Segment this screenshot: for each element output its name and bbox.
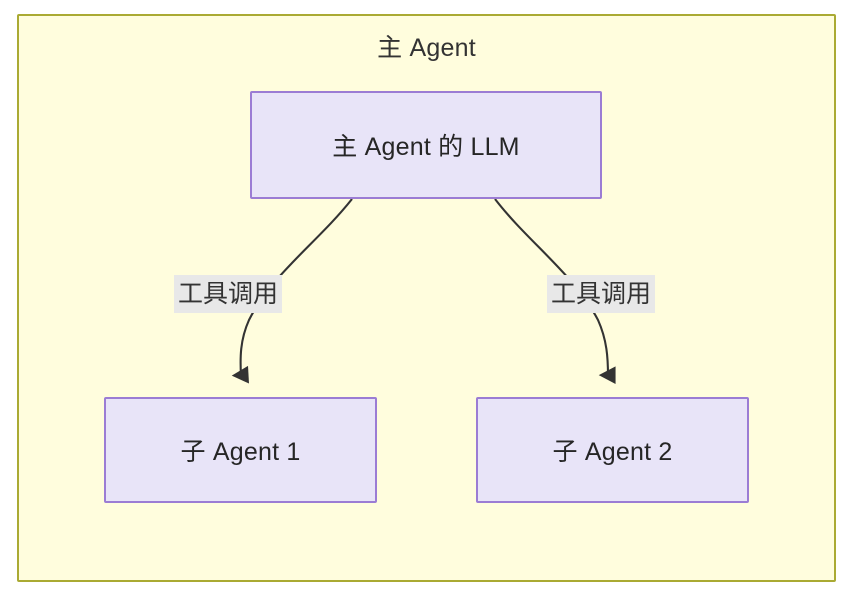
edge-label-tool-call-1: 工具调用 bbox=[174, 275, 283, 313]
node-label: 主 Agent 的 LLM bbox=[332, 133, 520, 161]
node-sub-agent-2[interactable]: 子 Agent 2 bbox=[476, 397, 749, 503]
node-sub-agent-1[interactable]: 子 Agent 1 bbox=[104, 397, 377, 503]
node-label: 子 Agent 1 bbox=[180, 438, 301, 466]
node-label: 子 Agent 2 bbox=[552, 438, 673, 466]
node-main-agent-llm[interactable]: 主 Agent 的 LLM bbox=[250, 91, 602, 199]
subgraph-title: 主 Agent bbox=[377, 34, 476, 62]
edge-label-tool-call-2: 工具调用 bbox=[547, 275, 656, 313]
